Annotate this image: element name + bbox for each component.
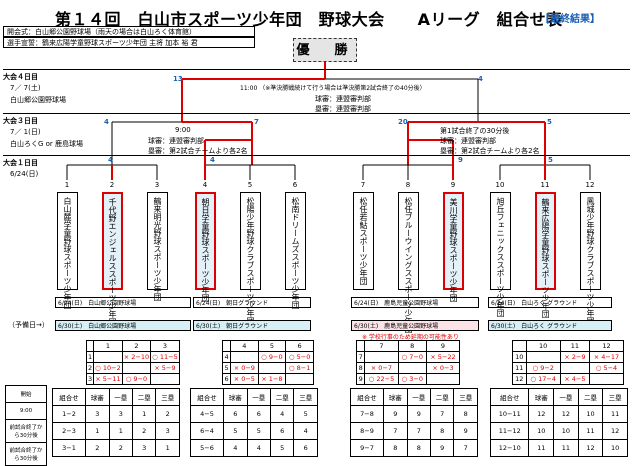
- team-name: 鶴来明光野球スポーツ少年団: [153, 197, 162, 301]
- team-number: 9: [450, 181, 456, 189]
- team-name: 旭丘フェニックススポーツ少年団: [496, 197, 505, 317]
- venue-r1-group3: 6/24(日) 鹿島児童公園野球場: [351, 297, 479, 308]
- team-box-winner: 千代野エンジェルススポーツ少年団: [102, 192, 123, 326]
- team-name: 松陽少年野球クラブスポーツ少年団: [246, 197, 255, 325]
- round4-label: 大会４日目: [3, 73, 38, 81]
- group2-seed: 4: [210, 156, 215, 164]
- page-title: 第１４回 白山市スポーツ少年団 野球大会 Aリーグ 組合せ表: [55, 10, 563, 29]
- team-box-winner: 朝日学童野球スポーツ少年団: [195, 192, 216, 302]
- venue-r1-group1: 6/24(日) 白山郷公園野球場: [55, 297, 191, 308]
- semi-right-seed-right: 5: [547, 118, 552, 126]
- round3-venue: 白山ろくG or 鹿島球場: [10, 140, 84, 148]
- team-box-winner: 美川学童野球スポーツ少年団: [443, 192, 464, 302]
- team-name: 美川学童野球スポーツ少年団: [449, 198, 458, 302]
- oath-note: 選手宣誓：鶴来広陽学童野球スポーツ少年団 主将 加本 裕 君: [3, 37, 255, 48]
- venue-r1-group4: 6/24(日) 白山ろく グラウンド: [488, 297, 612, 308]
- round3-label: 大会３日目: [3, 117, 38, 125]
- venue-reserve-group1: 6/30(土) 白山郷公園野球場: [55, 320, 191, 331]
- round4-separator: [3, 69, 630, 70]
- team-name: 白山麓学童野球スポーツ少年団: [63, 197, 72, 309]
- semi-left-seed-left: 4: [104, 118, 109, 126]
- semi-left-time: 9:00: [175, 126, 191, 134]
- final-time: 11:00 （※準決勝戦続けて行う場合は準決勝第2試合終了の40分後）: [240, 85, 426, 92]
- start-time-table: 開始 9:00 前試合終了から30分後 前試合終了から30分後: [5, 385, 47, 466]
- team-number: 5: [247, 181, 253, 189]
- venue-reserve-group4: 6/30(土) 白山ろく グラウンド: [488, 320, 612, 331]
- round1-date: 6/24(日): [10, 170, 39, 178]
- round3-date: 7／ 1(日): [10, 128, 41, 136]
- team-box: 旭丘フェニックススポーツ少年団: [490, 192, 511, 317]
- team-box: 鶴来明光野球スポーツ少年団: [147, 192, 168, 301]
- team-name: 松南ドリームズスポーツ少年団: [291, 197, 300, 309]
- team-number: 4: [202, 181, 208, 189]
- team-name: 鶴来広陽学童野球スポーツ少年団: [541, 198, 550, 318]
- team-name: 鳳城少年野球クラブスポーツ少年団: [586, 197, 595, 325]
- champion-box: 優 勝: [293, 38, 357, 62]
- team-number: 1: [64, 181, 70, 189]
- team-box: 鳳城少年野球クラブスポーツ少年団: [580, 192, 601, 325]
- team-box-winner: 鶴来広陽学童野球スポーツ少年団: [535, 192, 556, 318]
- final-base-umpire: 塁審：連盟審判部: [315, 105, 371, 113]
- group1-seed: 4: [108, 156, 113, 164]
- opening-ceremony-note: 開会式：白山郷公園野球場（雨天の場合は白山ろく体育館）: [3, 26, 255, 37]
- final-seed-left: 13: [173, 75, 183, 83]
- postpone-warning: ※ 学校行事のため延期の可能性あり: [362, 334, 459, 341]
- team-name: 朝日学童野球スポーツ少年団: [201, 198, 210, 302]
- team-box: 松任若鮎スポーツ少年団: [353, 192, 374, 290]
- team-box: 白山麓学童野球スポーツ少年団: [57, 192, 78, 309]
- semi-right-base-umpire: 塁審：第2試合チームより各2名: [440, 147, 540, 155]
- round1-label: 大会１日目: [3, 159, 38, 167]
- venue-r1-group2: 6/24(日) 朝日グラウンド: [193, 297, 311, 308]
- semi-right-seed-left: 20: [398, 118, 408, 126]
- team-number: 3: [154, 181, 160, 189]
- team-number: 6: [292, 181, 298, 189]
- team-box: 松南ドリームズスポーツ少年団: [285, 192, 306, 309]
- team-number: 7: [360, 181, 366, 189]
- team-number: 12: [585, 181, 595, 189]
- team-number: 10: [495, 181, 505, 189]
- team-name: 千代野エンジェルススポーツ少年団: [108, 198, 117, 326]
- team-box: 松陽少年野球クラブスポーツ少年団: [240, 192, 261, 325]
- venue-reserve-group2: 6/30(土) 朝日グラウンド: [193, 320, 311, 331]
- final-umpire: 球審：連盟審判部: [315, 95, 371, 103]
- semi-right-time: 第1試合終了の30分後: [440, 127, 510, 135]
- round1-separator: [3, 155, 630, 156]
- bracket-lines: [66, 62, 591, 180]
- final-seed-right: 4: [478, 75, 483, 83]
- round4-venue: 白山郷公園野球場: [10, 96, 66, 104]
- team-number: 2: [109, 181, 115, 189]
- final-result-badge: 【最終結果】: [540, 14, 600, 25]
- semi-right-umpire: 球審：連盟審判部: [440, 137, 496, 145]
- team-box: 松任ブルーウイングススポーツ少年団: [398, 192, 419, 333]
- semi-left-seed-right: 7: [254, 118, 259, 126]
- reserve-day-label: （予備日→）: [8, 321, 49, 329]
- team-name: 松任若鮎スポーツ少年団: [359, 197, 368, 285]
- semi-left-base-umpire: 塁審：第2試合チームより各2名: [148, 147, 248, 155]
- group4-seed: 5: [548, 156, 553, 164]
- group3-seed: 9: [458, 156, 463, 164]
- team-name: 松任ブルーウイングススポーツ少年団: [404, 197, 413, 333]
- team-number: 8: [405, 181, 411, 189]
- round4-date: 7／ 7(土): [10, 84, 41, 92]
- venue-reserve-group3: 6/30(土) 鹿島児童公園野球場: [351, 320, 479, 331]
- semi-left-umpire: 球審：連盟審判部: [148, 137, 204, 145]
- team-number: 11: [540, 181, 550, 189]
- round3-separator: [3, 113, 630, 114]
